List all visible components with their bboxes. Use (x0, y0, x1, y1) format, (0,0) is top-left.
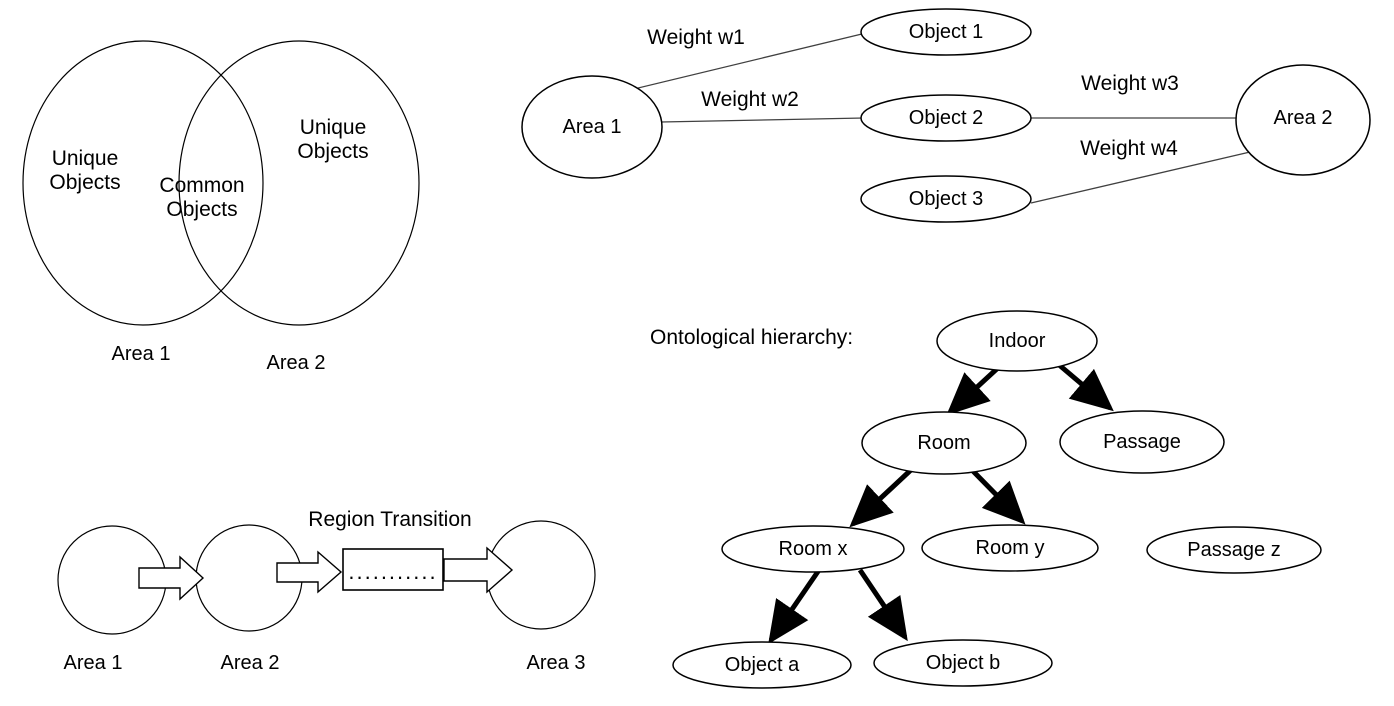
venn-circle-area1 (22, 40, 264, 326)
onto-node-room[interactable] (861, 411, 1027, 475)
onto-edge-roomx-objecta (768, 568, 822, 645)
node-area1[interactable] (521, 75, 663, 179)
rt-caption-area1: Area 1 (63, 652, 123, 674)
onto-label-roomx: Room x (778, 538, 848, 560)
venn-diagram-group (22, 40, 420, 326)
onto-edge-indoor-room (946, 364, 1002, 416)
region-transition-group (57, 520, 596, 635)
venn-circle-area2 (178, 40, 420, 326)
onto-node-passage[interactable] (1059, 410, 1225, 474)
weighted-graph-group (521, 8, 1371, 223)
onto-node-indoor[interactable] (936, 310, 1098, 372)
onto-label-passagez: Passage z (1187, 539, 1281, 561)
edge-label-weight-w4: Weight w4 (1080, 137, 1178, 160)
onto-node-objecta[interactable] (672, 641, 852, 689)
block-arrow-area1-to-area2 (138, 555, 205, 601)
rt-caption-area3: Area 3 (526, 652, 586, 674)
node-label-area2: Area 2 (1273, 107, 1333, 129)
onto-edge-room-roomx (849, 466, 915, 528)
onto-edge-roomx-objectb (857, 568, 908, 642)
node-label-area1: Area 1 (562, 116, 622, 138)
edge-label-weight-w1: Weight w1 (647, 26, 745, 49)
edge-area1-object2 (660, 117, 865, 123)
onto-node-roomy[interactable] (921, 524, 1099, 572)
venn-caption-area2: Area 2 (266, 352, 326, 374)
onto-label-objecta: Object a (724, 654, 800, 676)
block-arrow-box-to-area3 (443, 546, 514, 594)
edge-label-weight-w2: Weight w2 (701, 88, 799, 111)
ontology-title: Ontological hierarchy: (650, 326, 854, 349)
region-transition-title: Region Transition (308, 508, 472, 531)
ontology-group (672, 310, 1322, 689)
node-label-object3: Object 3 (908, 188, 984, 210)
node-label-object2: Object 2 (908, 107, 984, 129)
node-object3[interactable] (860, 175, 1032, 223)
onto-node-passagez[interactable] (1146, 526, 1322, 574)
onto-label-room: Room (917, 432, 971, 454)
venn-caption-area1: Area 1 (111, 343, 171, 365)
edge-object3-area2 (1030, 151, 1251, 204)
onto-node-roomx[interactable] (721, 525, 905, 573)
node-area2[interactable] (1235, 64, 1371, 176)
node-object1[interactable] (860, 8, 1032, 56)
venn-right-unique-objects: Unique Objects (297, 116, 369, 164)
onto-node-objectb[interactable] (873, 639, 1053, 687)
transition-box[interactable] (342, 548, 444, 591)
node-label-object1: Object 1 (908, 21, 984, 43)
onto-label-indoor: Indoor (988, 330, 1046, 352)
venn-common-objects: Common Objects (159, 174, 245, 222)
onto-label-passage: Passage (1103, 431, 1181, 453)
edge-area1-object1 (633, 32, 867, 90)
venn-left-unique-objects: Unique Objects (49, 147, 121, 195)
transition-box-content: ........... (348, 559, 438, 584)
rt-caption-area2: Area 2 (220, 652, 280, 674)
onto-label-objectb: Object b (925, 652, 1001, 674)
block-arrow-area2-to-box (276, 550, 343, 594)
edge-label-weight-w3: Weight w3 (1081, 72, 1179, 95)
onto-edge-indoor-passage (1056, 362, 1114, 412)
onto-edge-room-roomy (968, 466, 1026, 525)
node-object2[interactable] (860, 94, 1032, 142)
onto-label-roomy: Room y (975, 537, 1045, 559)
